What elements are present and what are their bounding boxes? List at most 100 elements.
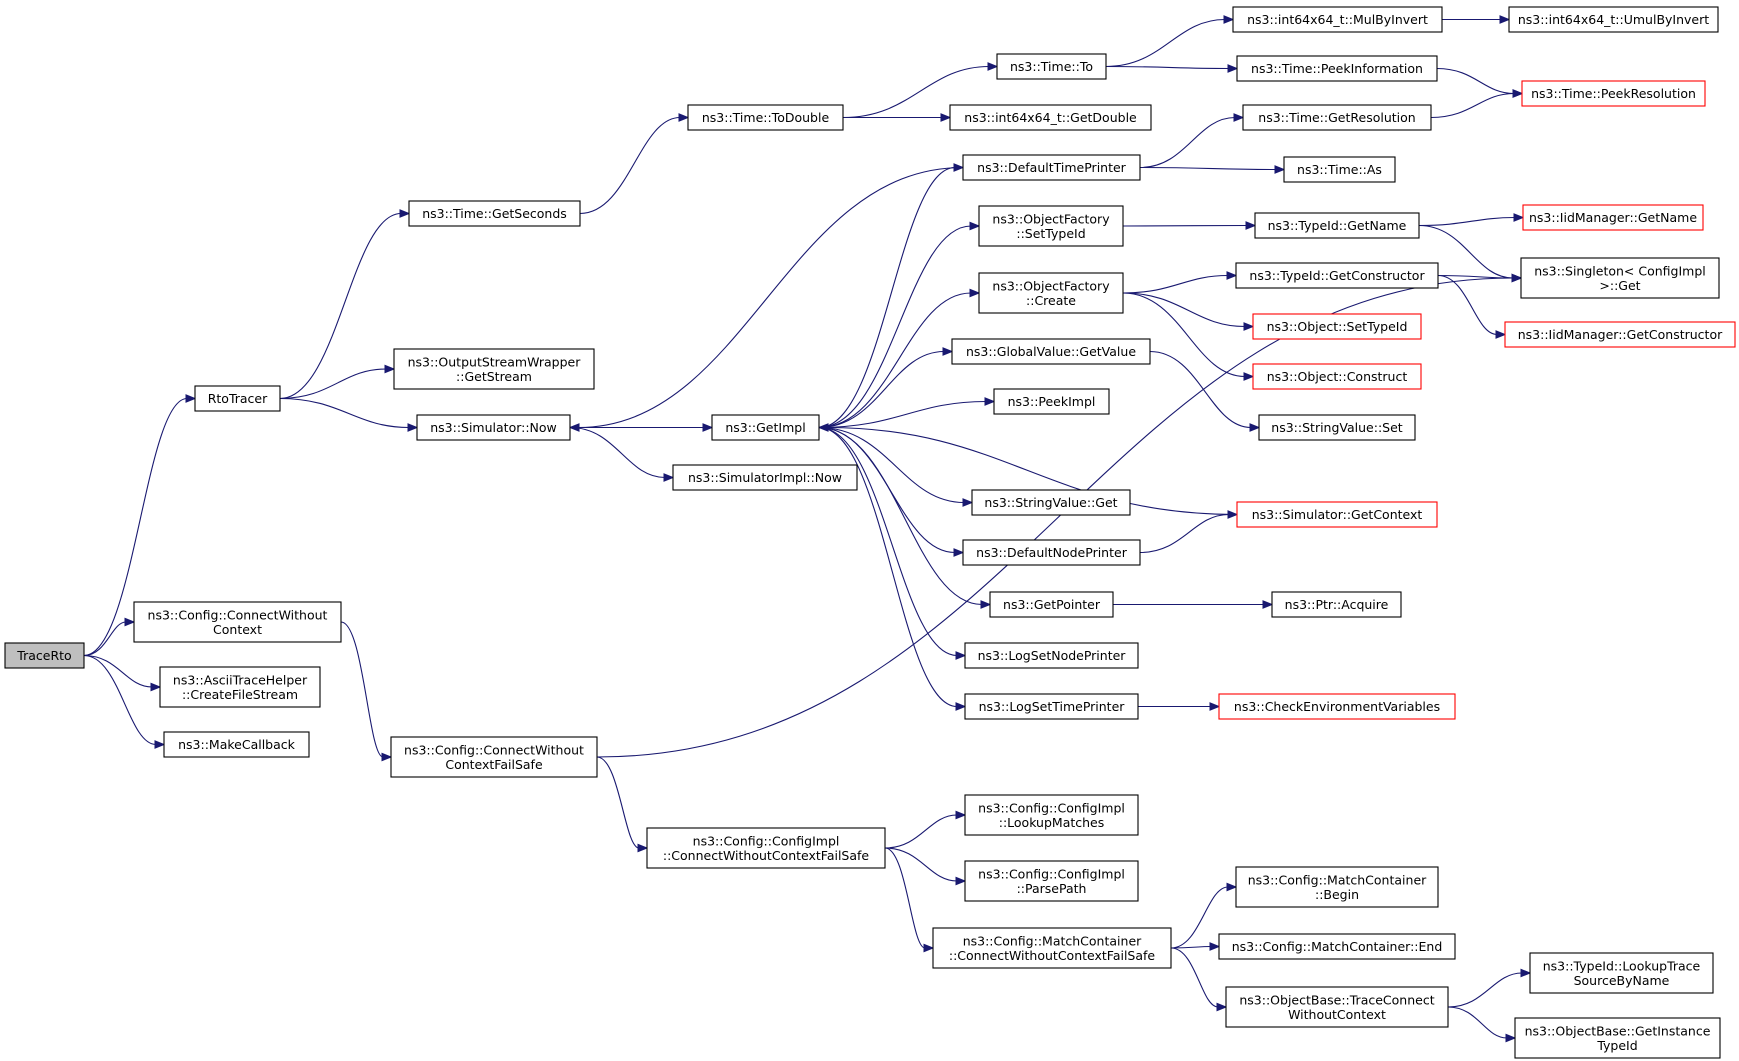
node-imget-name[interactable]: ns3::IidManager::GetName [1522, 204, 1704, 231]
edge-line [1122, 224, 1248, 227]
node-make-callback[interactable]: ns3::MakeCallback [163, 731, 310, 758]
node-label: ns3::Time::GetResolution [1258, 110, 1415, 125]
node-box [962, 539, 1141, 566]
edge-line [279, 212, 402, 400]
node-log-set-time-printer[interactable]: ns3::LogSetTimePrinter [964, 693, 1139, 720]
node-label: ns3::Time::To [1010, 59, 1093, 74]
node-peek-impl[interactable]: ns3::PeekImpl [993, 388, 1110, 415]
edge-line [1122, 292, 1246, 328]
edge-arrowhead [923, 943, 935, 953]
node-svget[interactable]: ns3::StringValue::Get [971, 489, 1131, 516]
node-imget-constructor[interactable]: ns3::IidManager::GetConstructor [1504, 321, 1736, 348]
node-singleton-get[interactable]: ns3::Singleton< ConfigImpl >::Get [1520, 257, 1720, 299]
edge-get-impl-to-svget [818, 426, 974, 507]
node-default-time-printer[interactable]: ns3::DefaultTimePrinter [962, 154, 1141, 181]
edge-get-impl-to-ofset-type-id [818, 221, 981, 429]
edge-line [818, 426, 958, 657]
edge-default-time-printer-to-simulator-now [568, 166, 964, 432]
node-label: ns3::ObjectBase::GetInstance [1525, 1023, 1711, 1038]
node-label: ::Create [1026, 293, 1076, 308]
node-peek-resolution[interactable]: ns3::Time::PeekResolution [1521, 80, 1706, 107]
edge-line [818, 400, 987, 429]
node-check-env-vars[interactable]: ns3::CheckEnvironmentVariables [1218, 693, 1456, 720]
node-obj-set-type-id[interactable]: ns3::Object::SetTypeId [1252, 313, 1422, 340]
edge-rto-tracer-to-simulator-now [279, 397, 419, 432]
node-lookup-matches[interactable]: ns3::Config::ConfigImpl::LookupMatches [964, 794, 1139, 836]
node-get-pointer[interactable]: ns3::GetPointer [989, 591, 1114, 618]
edge-arrowhead [1226, 271, 1238, 280]
node-get-double[interactable]: ns3::int64x64_t::GetDouble [949, 104, 1152, 131]
node-mul-by-invert[interactable]: ns3::int64x64_t::MulByInvert [1232, 6, 1443, 33]
node-box [1514, 1017, 1721, 1059]
edge-arrowhead [1520, 968, 1532, 978]
node-label: SourceByName [1574, 973, 1670, 988]
edge-arrowhead [663, 473, 675, 482]
node-label: ns3::Config::ConfigImpl [978, 800, 1125, 815]
node-impl-connect-fail-safe[interactable]: ns3::Config::ConfigImpl::ConnectWithoutC… [646, 827, 886, 869]
node-mcconnect-fail-safe[interactable]: ns3::Config::MatchContainer::ConnectWith… [932, 927, 1172, 969]
node-ofcreate[interactable]: ns3::ObjectFactory::Create [978, 272, 1124, 314]
edge-arrowhead [942, 347, 954, 356]
edge-ofcreate-to-tiget-constructor [1122, 271, 1238, 294]
edge-time-to-to-mul-by-invert [1105, 15, 1235, 68]
node-box [971, 489, 1131, 516]
node-label: ::ConnectWithoutContextFailSafe [663, 848, 870, 863]
node-box [1271, 591, 1402, 618]
node-label: ns3::ObjectBase::TraceConnect [1239, 992, 1434, 1007]
node-get-seconds[interactable]: ns3::Time::GetSeconds [408, 200, 581, 227]
node-parse-path[interactable]: ns3::Config::ConfigImpl::ParsePath [964, 860, 1139, 902]
node-label: ::ConnectWithoutContextFailSafe [949, 948, 1156, 963]
node-simulator-impl-now[interactable]: ns3::SimulatorImpl::Now [672, 464, 858, 491]
node-box [393, 348, 595, 390]
edge-to-double-to-get-double [843, 113, 952, 122]
node-time-to[interactable]: ns3::Time::To [996, 53, 1107, 80]
node-mcend[interactable]: ns3::Config::MatchContainer::End [1218, 933, 1456, 960]
node-to-double[interactable]: ns3::Time::ToDouble [687, 104, 844, 131]
node-get-resolution[interactable]: ns3::Time::GetResolution [1242, 104, 1432, 131]
node-trace-connect[interactable]: ns3::ObjectBase::TraceConnectWithoutCont… [1225, 986, 1449, 1028]
node-box [1522, 204, 1704, 231]
node-mcbegin[interactable]: ns3::Config::MatchContainer::Begin [1235, 866, 1439, 908]
node-label: ns3::TypeId::LookupTrace [1543, 958, 1701, 973]
node-ptr-acquire[interactable]: ns3::Ptr::Acquire [1271, 591, 1402, 618]
node-label: ns3::Config::ConnectWithout [404, 742, 584, 757]
node-gvget-value[interactable]: ns3::GlobalValue::GetValue [951, 338, 1151, 365]
edge-get-impl-to-log-set-node-printer [818, 426, 967, 660]
node-connect-without-context[interactable]: ns3::Config::ConnectWithoutContext [133, 601, 342, 643]
node-tiget-name[interactable]: ns3::TypeId::GetName [1254, 212, 1420, 239]
edge-arrowhead [381, 752, 393, 762]
node-ofset-type-id[interactable]: ns3::ObjectFactory::SetTypeId [978, 205, 1124, 247]
node-create-file-stream[interactable]: ns3::AsciiTraceHelper::CreateFileStream [159, 666, 321, 708]
node-default-node-printer[interactable]: ns3::DefaultNodePrinter [962, 539, 1141, 566]
edge-line [884, 847, 958, 882]
node-box [1235, 866, 1439, 908]
node-label: ns3::StringValue::Get [984, 495, 1117, 510]
node-get-impl[interactable]: ns3::GetImpl [711, 414, 820, 441]
node-svset[interactable]: ns3::StringValue::Set [1258, 414, 1416, 441]
node-label: ns3::Time::PeekResolution [1531, 86, 1696, 101]
node-time-as[interactable]: ns3::Time::As [1283, 156, 1396, 183]
node-peek-information[interactable]: ns3::Time::PeekInformation [1236, 55, 1438, 82]
node-get-context[interactable]: ns3::Simulator::GetContext [1236, 501, 1438, 528]
node-umul-by-invert[interactable]: ns3::int64x64_t::UmulByInvert [1508, 6, 1719, 33]
edge-ofcreate-to-obj-set-type-id [1122, 292, 1255, 331]
node-log-set-node-printer[interactable]: ns3::LogSetNodePrinter [964, 642, 1139, 669]
node-simulator-now[interactable]: ns3::Simulator::Now [416, 414, 571, 441]
edge-ofset-type-id-to-tiget-name [1122, 221, 1257, 230]
edge-arrowhead [124, 617, 136, 627]
node-connect-without-context-fail-safe[interactable]: ns3::Config::ConnectWithoutContextFailSa… [390, 736, 598, 778]
edge-line [1139, 513, 1230, 554]
node-box [672, 464, 858, 491]
node-rto-tracer[interactable]: RtoTracer [194, 385, 281, 412]
edge-line [1436, 67, 1515, 95]
node-get-stream[interactable]: ns3::OutputStreamWrapper::GetStream [393, 348, 595, 390]
node-label: ns3::ObjectFactory [992, 278, 1110, 293]
node-label: ns3::Config::ConnectWithout [148, 607, 328, 622]
node-obj-construct[interactable]: ns3::Object::Construct [1252, 363, 1422, 390]
node-tiget-constructor[interactable]: ns3::TypeId::GetConstructor [1235, 262, 1439, 289]
node-label: ns3::AsciiTraceHelper [173, 672, 308, 687]
node-trace-rto[interactable]: TraceRto [4, 642, 85, 669]
node-label: ns3::int64x64_t::GetDouble [964, 110, 1137, 125]
